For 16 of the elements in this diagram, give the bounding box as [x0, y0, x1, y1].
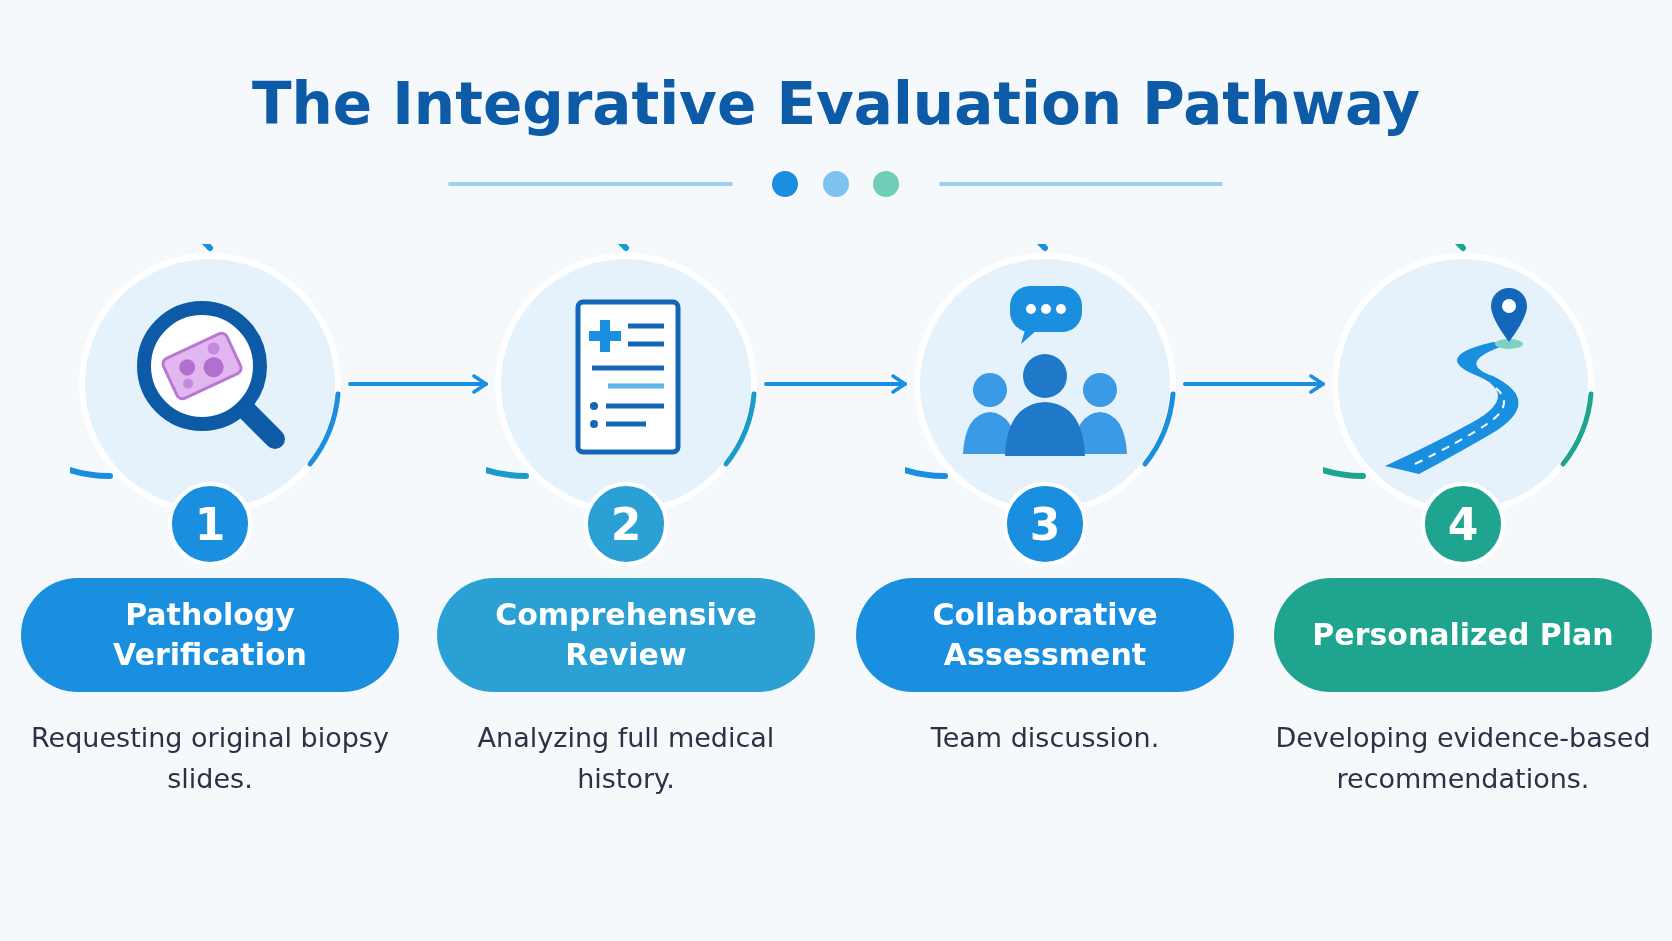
title: The Integrative Evaluation Pathway [251, 70, 1421, 138]
step-description: Developing evidence-based recommendations. [1274, 721, 1652, 796]
arrow [764, 374, 907, 394]
arrow [348, 374, 488, 394]
step-title-pill: Collaborative Assessment [856, 578, 1234, 692]
arrow [1183, 374, 1325, 394]
number-badge: 1 [168, 482, 252, 566]
step-title-pill: Pathology Verification [21, 578, 399, 692]
number-badge: 4 [1421, 482, 1505, 566]
step-title-pill: Personalized Plan [1274, 578, 1652, 692]
step-description: Analyzing full medical history. [476, 721, 776, 796]
step-description: Team discussion. [929, 721, 1161, 755]
step-title-pill: Comprehensive Review [437, 578, 815, 692]
number-badge: 3 [1003, 482, 1087, 566]
step-description: Requesting original biopsy slides. [30, 721, 390, 796]
number-badge: 2 [584, 482, 668, 566]
